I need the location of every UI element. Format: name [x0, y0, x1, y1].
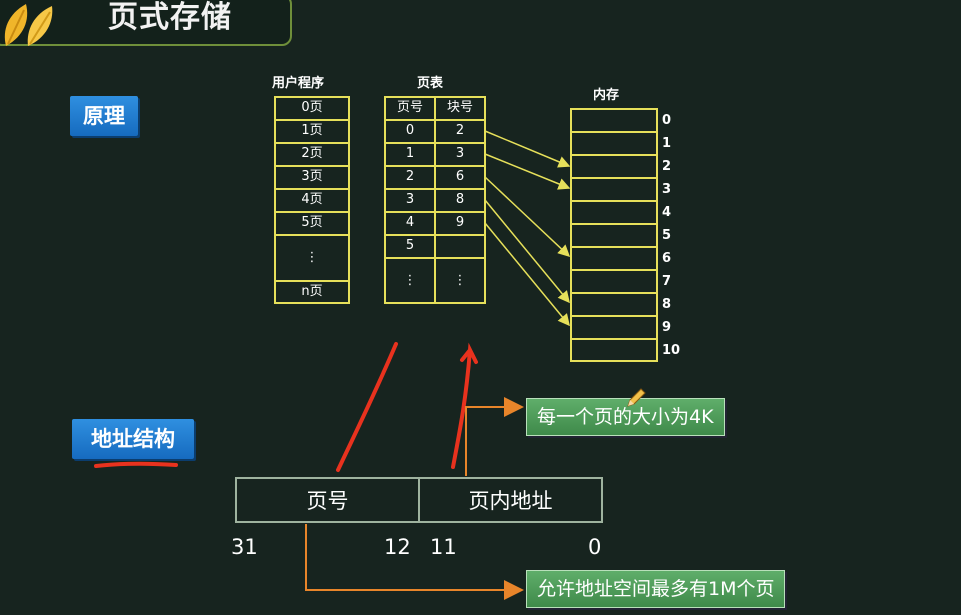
memory-block-number: 7 — [662, 274, 672, 289]
arrow-page2-block6 — [484, 176, 571, 258]
memory-block-number: 9 — [662, 320, 672, 335]
block-number — [435, 235, 485, 258]
arrow-page3-block8 — [484, 199, 570, 304]
memory-block-number: 6 — [662, 251, 672, 266]
memory-block-number: 1 — [662, 136, 672, 151]
address-structure-box: 页号 页内地址 — [235, 477, 603, 523]
memory-grid — [570, 108, 658, 362]
block-number: 8 — [455, 192, 465, 207]
memory-block-number: 8 — [662, 297, 672, 312]
memory-block-number: 0 — [662, 113, 672, 128]
user-page-cell: 5页 — [301, 215, 323, 230]
block-number: 9 — [455, 215, 465, 230]
arrow-page0-block2 — [484, 130, 571, 168]
address-page-number-segment: 页号 — [306, 489, 349, 513]
page-table-header: 页号 块号 — [385, 97, 485, 120]
underline-annotation — [94, 461, 178, 468]
block-number: 2 — [455, 123, 465, 138]
memory-block-number: 2 — [662, 159, 672, 174]
page-number: ⋮ — [403, 273, 417, 288]
user-page-cell: 1页 — [301, 123, 323, 138]
user-page-cell: 4页 — [301, 192, 323, 207]
memory-title: 内存 — [593, 88, 620, 103]
red-stroke-left — [336, 342, 398, 472]
bit-label-11: 11 — [430, 535, 457, 559]
page-number: 2 — [405, 169, 415, 184]
block-number: 3 — [455, 146, 465, 161]
page-table-col-page: 页号 — [396, 100, 423, 115]
memory-block-number: 10 — [662, 343, 681, 358]
mapping-arrows — [484, 130, 571, 327]
page-table-row: 0 2 — [385, 120, 485, 143]
user-page-cell: 3页 — [301, 169, 323, 184]
bit-label-0: 0 — [588, 535, 602, 559]
bit-label-31: 31 — [231, 535, 258, 559]
address-offset-segment: 页内地址 — [418, 479, 601, 521]
page-number: 0 — [405, 123, 415, 138]
memory-block-number: 5 — [662, 228, 672, 243]
user-page-ellipsis: ⋮ — [305, 250, 319, 265]
page-title: 页式存储 — [108, 0, 232, 35]
page-table-title: 页表 — [417, 76, 444, 91]
memory-block-numbers: 0 1 2 3 4 5 6 7 8 9 10 — [662, 110, 680, 363]
max-pages-note: 允许地址空间最多有1M个页 — [526, 570, 786, 608]
page-number: 1 — [405, 146, 415, 161]
user-page-cell: n页 — [301, 284, 323, 299]
arrow-page1-block3 — [484, 153, 571, 190]
page-table-grid — [384, 96, 486, 304]
leaf-logo-icon — [4, 4, 53, 46]
page-table-row: 2 6 — [385, 166, 485, 189]
page-number: 4 — [405, 215, 415, 230]
arrow-page4-block9 — [484, 222, 570, 327]
callout-arrow-max-pages — [305, 524, 524, 600]
memory-block-number: 3 — [662, 182, 672, 197]
memory-block-number: 4 — [662, 205, 672, 220]
page-size-note: 每一个页的大小为4K — [526, 398, 725, 436]
pencil-icon — [627, 388, 646, 407]
user-page-cell: 0页 — [301, 100, 323, 115]
page-table-row-ellipsis: ⋮ ⋮ — [385, 258, 485, 303]
page-table-row: 1 3 — [385, 143, 485, 166]
page-number: 5 — [405, 238, 415, 253]
block-number: 6 — [455, 169, 465, 184]
callout-arrow-page-size — [465, 397, 524, 476]
page-table-row: 5 — [385, 235, 485, 258]
user-program-list: 0页 1页 2页 3页 4页 5页 ⋮ n页 — [275, 97, 349, 303]
page-table-col-block: 块号 — [446, 100, 473, 115]
principle-tag: 原理 — [70, 96, 138, 136]
page-table-rows: 页号 块号 0 2 1 3 2 6 3 8 4 9 5 ⋮ ⋮ — [385, 97, 485, 303]
block-number: ⋮ — [453, 273, 467, 288]
page-table-row: 3 8 — [385, 189, 485, 212]
red-arrow-right — [451, 342, 478, 469]
user-program-title: 用户程序 — [272, 76, 325, 91]
bit-label-12: 12 — [384, 535, 411, 559]
page-number: 3 — [405, 192, 415, 207]
page-table-row: 4 9 — [385, 212, 485, 235]
address-structure-tag: 地址结构 — [72, 419, 194, 459]
user-program-grid — [274, 96, 350, 304]
user-page-cell: 2页 — [301, 146, 323, 161]
